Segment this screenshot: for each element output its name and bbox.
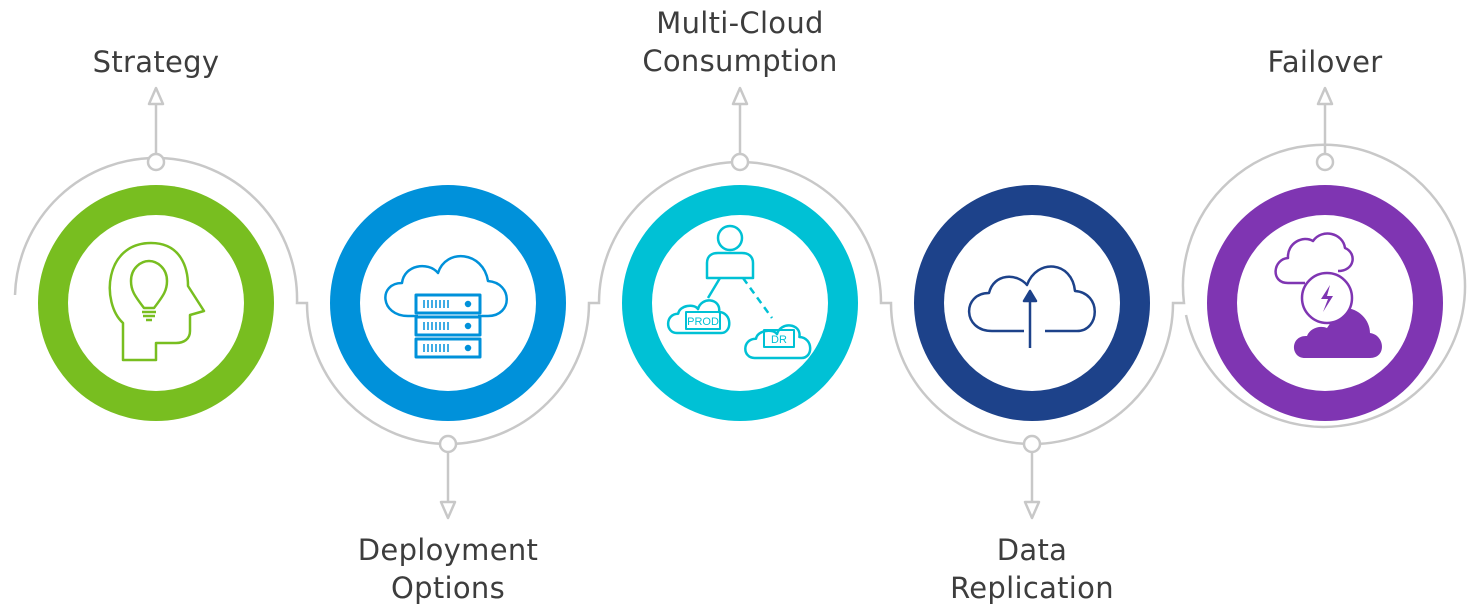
connector-node-data-replication [1022, 434, 1042, 520]
step-ring-multi-cloud-consumption [622, 185, 858, 421]
label-line: Replication [950, 571, 1114, 605]
prod-label: PROD [687, 316, 719, 328]
connector-node-strategy [146, 86, 166, 172]
connector-path [13, 143, 1467, 446]
cloud-upload-icon [967, 265, 1096, 348]
connector-dot [1315, 152, 1335, 172]
arrow-up-icon [147, 86, 165, 106]
dr-label: DR [771, 334, 787, 346]
connector-node-deployment-options [438, 434, 458, 520]
label-line: Consumption [642, 44, 838, 78]
step-ring-data-replication [914, 185, 1150, 421]
serpentine-connector [13, 86, 1467, 520]
cloud-failover-icon [1274, 232, 1383, 358]
arrow-up-icon [1316, 86, 1334, 106]
connector-dot [146, 152, 166, 172]
user-prod-dr-clouds-icon: PROD DR [666, 224, 812, 360]
arrow-up-icon [731, 86, 749, 106]
step-ring-strategy [38, 185, 274, 421]
label-line: Strategy [92, 45, 220, 79]
connector-dot [438, 434, 458, 454]
label-failover: Failover [1175, 43, 1475, 81]
arrow-down-icon [439, 500, 457, 520]
connector-node-multi-cloud-consumption [730, 86, 750, 172]
cloud-server-rack-icon [384, 255, 508, 359]
connector-node-failover [1315, 86, 1335, 172]
head-lightbulb-icon [108, 241, 206, 362]
arrow-down-icon [1023, 500, 1041, 520]
label-line: Deployment [357, 533, 539, 567]
label-line: Data [996, 533, 1068, 567]
label-line: Options [391, 571, 505, 605]
label-line: Failover [1267, 45, 1383, 79]
connector-dot [730, 152, 750, 172]
connector-dot [1022, 434, 1042, 454]
label-line: Multi-Cloud [656, 6, 824, 40]
label-strategy: Strategy [6, 43, 306, 81]
